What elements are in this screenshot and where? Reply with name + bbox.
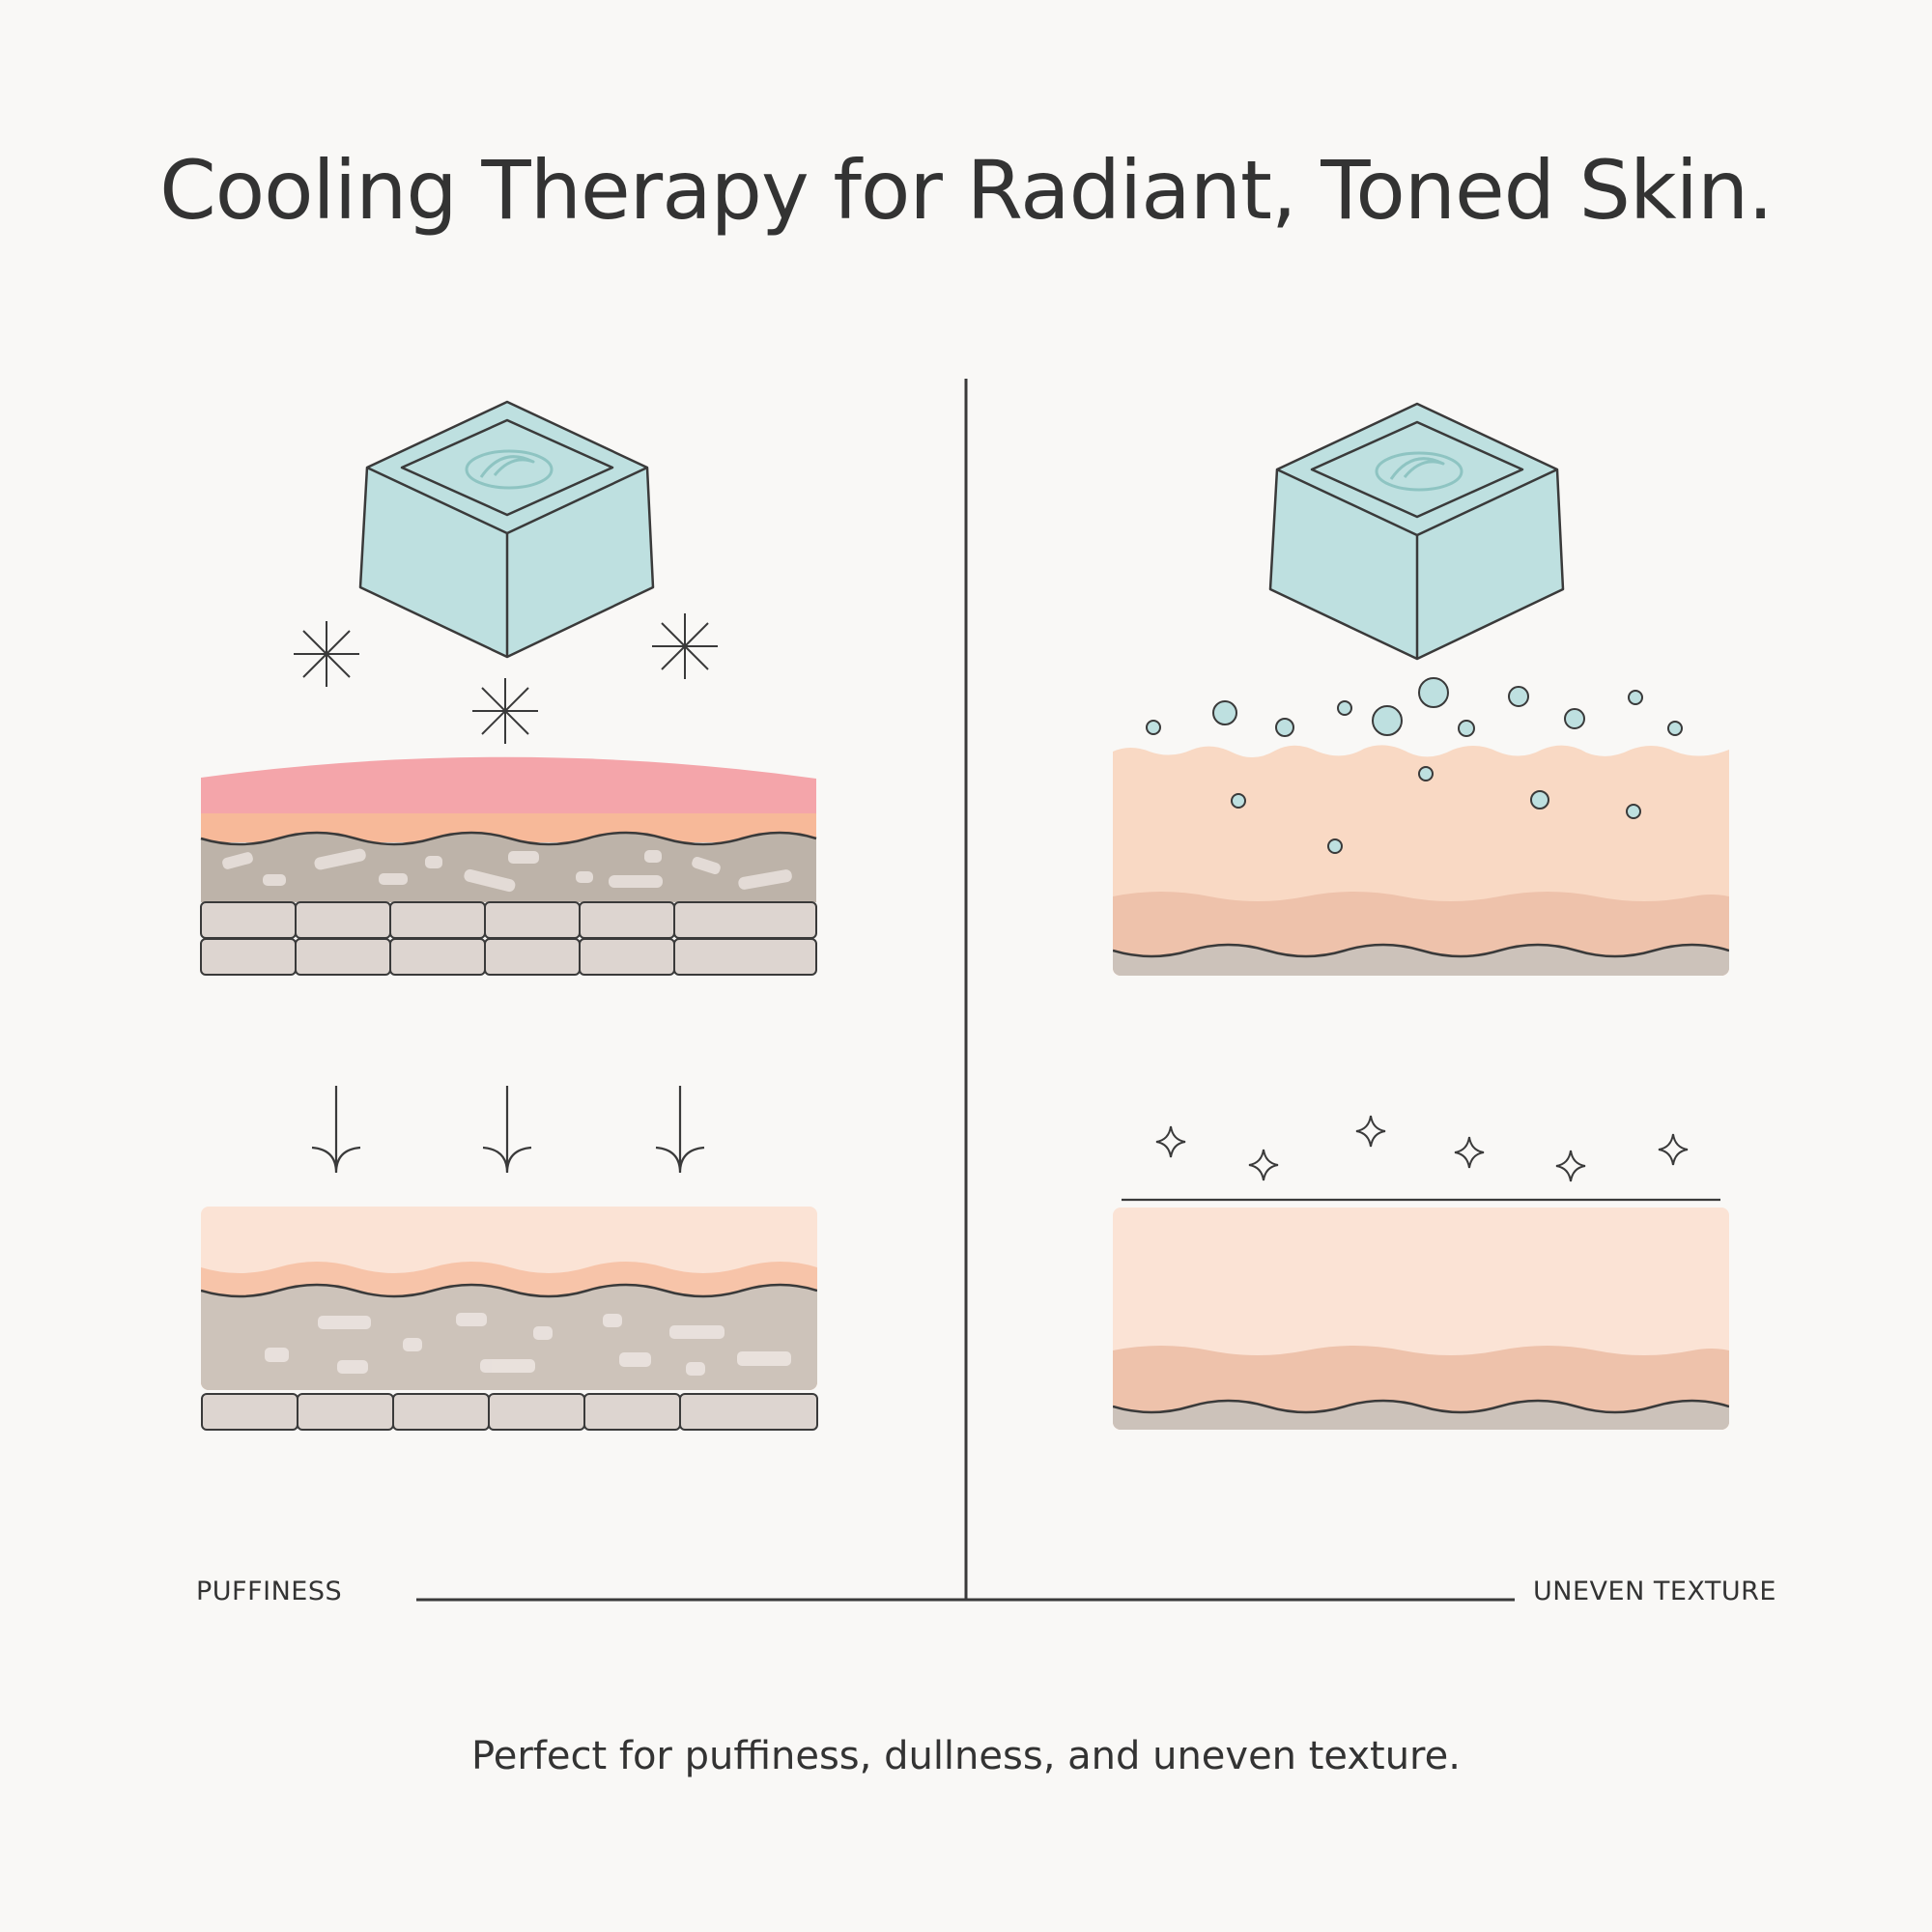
brand-logo-icon [465,449,554,490]
snowflake-icon [294,621,359,687]
down-arrow-icon [655,1086,705,1174]
page-title: Cooling Therapy for Radiant, Toned Skin. [159,143,1774,238]
sparkle-icon [1658,1133,1689,1166]
bubble-icon [1231,766,1641,854]
uneven-texture-label: UNEVEN TEXTURE [1533,1577,1776,1606]
inflamed-skin-layers [200,756,817,976]
caption: Perfect for puffiness, dullness, and une… [471,1734,1461,1778]
basal-cells [201,1393,818,1431]
puffiness-label: PUFFINESS [196,1577,343,1606]
snowflake-icon [652,613,718,679]
down-arrow-icon [311,1086,361,1174]
ice-cube-icon [1268,402,1565,661]
sparkle-icon [1555,1150,1586,1182]
brand-logo-icon [1375,451,1463,492]
sparkle-icon [1355,1115,1386,1148]
down-arrow-icon [482,1086,532,1174]
ice-cube-icon [358,400,655,659]
uneven-skin-layers [1113,745,1729,976]
sparkle-icon [1155,1125,1186,1158]
smooth-skin-layers [1113,1208,1729,1430]
bubble-icon [1146,677,1683,737]
sparkle-icon [1454,1136,1485,1169]
basal-cells [200,901,817,976]
toned-skin-layers [201,1207,818,1431]
snowflake-icon [472,678,538,744]
sparkle-icon [1248,1149,1279,1181]
